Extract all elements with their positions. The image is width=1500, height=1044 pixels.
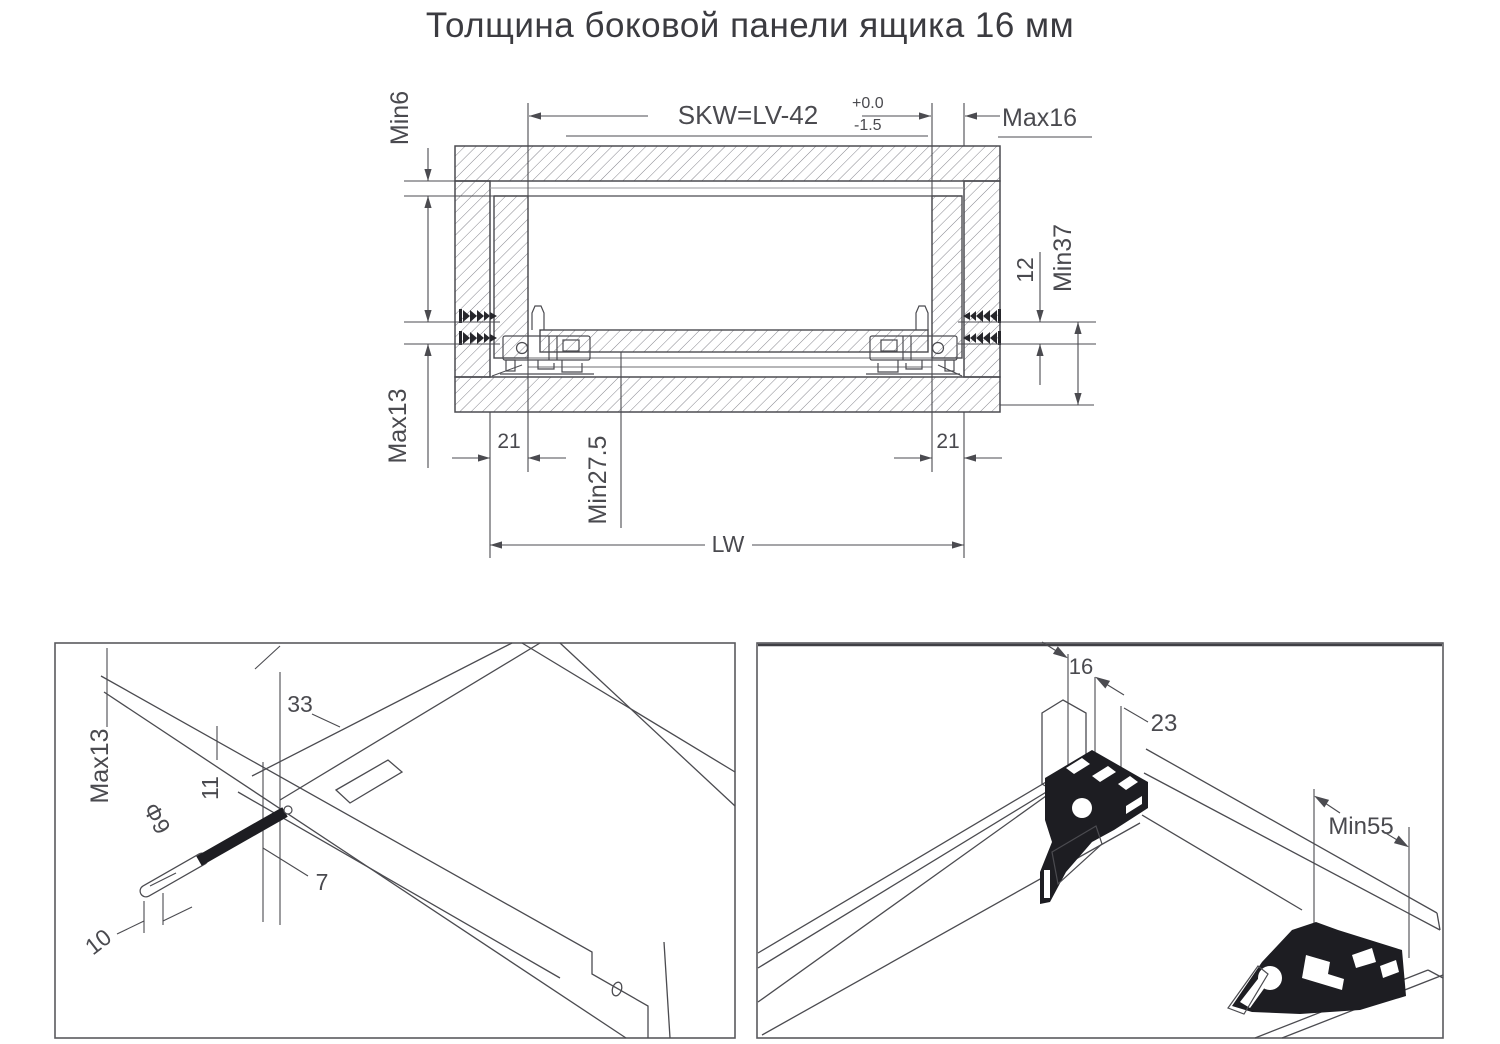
view-frame-left <box>54 642 736 1039</box>
dim-label-min27-5: Min27.5 <box>584 436 612 525</box>
dim-label-21-left: 21 <box>497 430 520 453</box>
cabinet-right-side <box>963 180 1001 378</box>
cabinet-bottom-panel <box>454 376 1001 413</box>
dim-label-11: 11 <box>197 776 223 800</box>
dim-label-33: 33 <box>287 691 313 717</box>
dim-label-12: 12 <box>1012 257 1038 283</box>
dim-label-min6: Min6 <box>386 91 414 145</box>
dim-label-min55: Min55 <box>1328 813 1393 840</box>
dim-label-max13: Max13 <box>384 388 412 463</box>
drawer-parts <box>490 187 964 377</box>
dim-label-max16: Max16 <box>1002 104 1077 132</box>
dim-label-max13-iso: Max13 <box>86 728 114 803</box>
fixing-pin <box>139 805 293 898</box>
dim-label-skw: SKW=LV-42 <box>678 100 818 130</box>
cabinet-left-side <box>454 180 491 378</box>
dim-label-10: 10 <box>80 924 116 960</box>
drawer-left-side-panel <box>493 195 529 359</box>
dim-label-dia9: Φ9 <box>138 798 176 838</box>
drawer-bottom-panel <box>539 329 929 353</box>
dim-label-21-right: 21 <box>936 430 959 453</box>
section-view-drawer-cross-section: Min6 SKW=LV-42 +0.0 -1.5 Max16 12 Min37 … <box>384 91 1096 558</box>
locking-bracket-rear-right <box>1232 922 1406 1014</box>
view-frame-right <box>756 642 1444 1039</box>
dim-label-7: 7 <box>316 869 329 895</box>
dim-label-tolerance-minus: -1.5 <box>854 117 882 134</box>
dowel-hole <box>611 981 623 997</box>
cabinet-top-panel <box>454 145 1001 182</box>
cabinet-panels <box>454 145 1001 413</box>
isometric-view-front-fixing-pin: Max13 Φ9 11 33 7 10 <box>54 642 736 1039</box>
drawer-right-side-panel <box>931 195 963 359</box>
dim-label-lw: LW <box>712 531 745 557</box>
page-title: Толщина боковой панели ящика 16 мм <box>425 6 1075 45</box>
dim-label-tolerance-plus: +0.0 <box>852 95 884 112</box>
dim-label-16: 16 <box>1069 654 1093 679</box>
isometric-view-rear-brackets: 16 23 Min55 <box>756 641 1444 1039</box>
dim-label-min37: Min37 <box>1049 224 1077 292</box>
dim-label-23: 23 <box>1151 710 1178 737</box>
